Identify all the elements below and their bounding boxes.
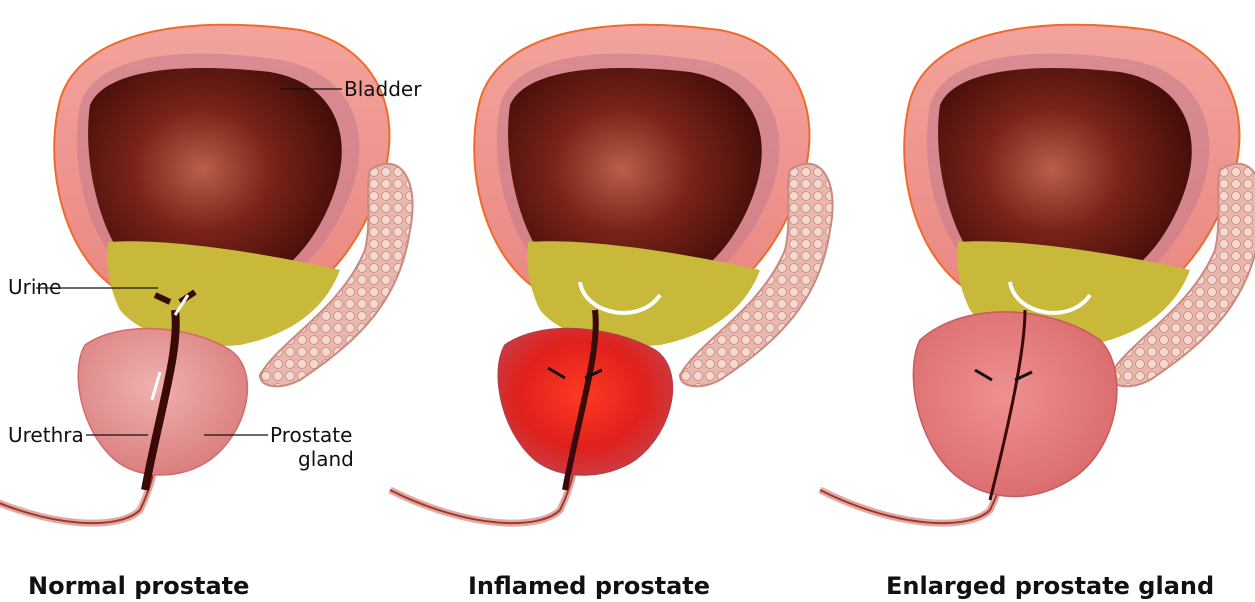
label-prostate-line2: gland — [270, 447, 354, 471]
label-prostate-gland: Prostate gland — [270, 423, 354, 471]
panel-inflamed — [390, 25, 833, 523]
label-urine: Urine — [8, 275, 61, 299]
caption-inflamed: Inflamed prostate — [468, 572, 710, 600]
caption-enlarged: Enlarged prostate gland — [886, 572, 1214, 600]
panel-enlarged — [820, 25, 1255, 523]
label-bladder: Bladder — [344, 77, 421, 101]
caption-normal: Normal prostate — [28, 572, 249, 600]
label-prostate-line1: Prostate — [270, 423, 354, 447]
label-urethra: Urethra — [8, 423, 84, 447]
